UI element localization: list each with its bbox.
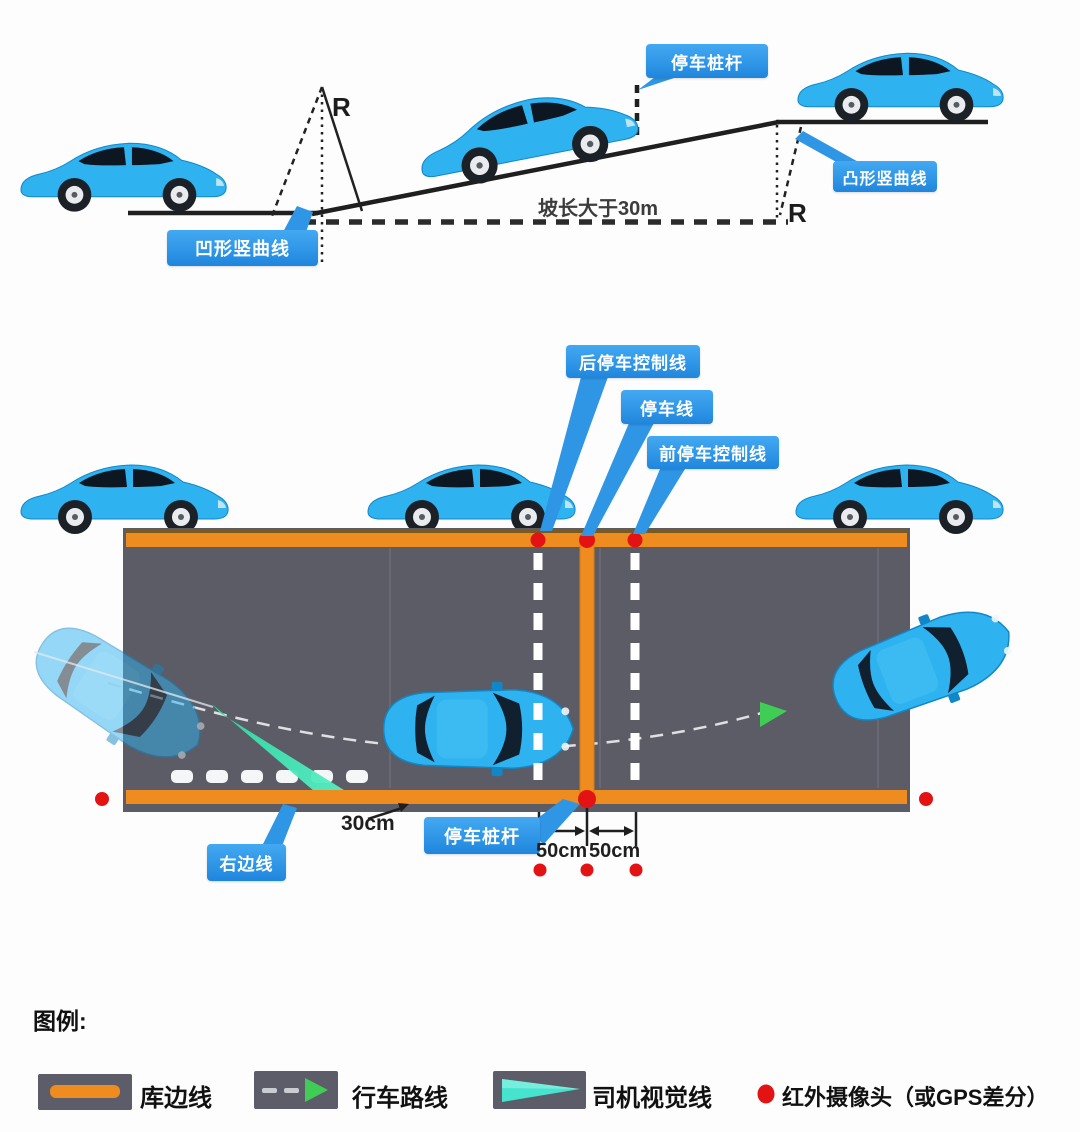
slope-line [311,119,780,217]
legend-graphics [38,1071,775,1110]
radius-right-text: R [788,198,807,228]
distance-50cm-left-text: 50cm [536,840,588,862]
top-edge-shadow [126,530,907,533]
lot-callout-tails [262,377,685,846]
callout-stop-line: 停车线 [621,390,713,424]
callout-concave-curve: 凹形竖曲线 [167,230,318,266]
top-edge-line [126,533,907,547]
edge-line-sample [50,1085,120,1098]
car-on-hilltop [797,52,1004,123]
distance-30cm-text: 30cm [341,812,395,835]
parked-car-right [795,464,1004,535]
slope-length-text: 坡长大于30m [538,198,659,220]
callout-front-control-line: 前停车控制线 [647,436,779,469]
callout-parking-pole-top-label: 停车桩杆 [671,53,743,73]
sight-guide-line [33,651,214,708]
route-arrow [760,702,787,727]
callout-parking-pole-bottom: 停车桩杆 [424,817,540,854]
callout-concave-curve-label: 凹形竖曲线 [195,239,290,259]
car-at-stop-line [382,681,574,777]
slope-callout-tails [283,77,862,232]
callout-stop-line-label: 停车线 [640,399,694,419]
legend-label-driver-sight-line: 司机视觉线 [592,1085,712,1112]
legend-title: 图例: [33,1008,87,1034]
road-surface [123,528,910,812]
callout-rear-control-line: 后停车控制线 [566,345,700,378]
distance-50cm-right-text: 50cm [589,840,641,862]
right-radius-construction [775,125,803,218]
callout-convex-curve-label: 凸形竖曲线 [842,170,928,188]
route-dash-sample [262,1088,277,1093]
callout-front-control-line-label: 前停车控制线 [659,445,767,464]
callout-parking-pole-top: 停车桩杆 [646,44,768,78]
stop-line [579,535,595,803]
parking-lot-diagram [16,377,1026,877]
route-arrow-sample [305,1078,328,1102]
callout-right-edge-line: 右边线 [207,844,286,881]
legend-label-edge-line: 库边线 [140,1085,212,1112]
left-radius-construction [270,86,364,262]
callout-parking-pole-bottom-label: 停车桩杆 [444,826,520,847]
slope-diagram [20,52,1004,262]
camera-dot-sample [757,1084,775,1104]
radius-left-text: R [332,92,351,122]
legend-label-infrared-camera: 红外摄像头（或GPS差分） [782,1085,1049,1110]
sight-line-highlight [502,1079,580,1089]
legend-label-driving-route: 行车路线 [352,1085,448,1112]
bottom-edge-line [126,790,907,804]
callout-convex-curve: 凸形竖曲线 [833,161,937,192]
route-dash-sample [284,1088,299,1093]
callout-right-edge-line-label: 右边线 [219,855,274,874]
callout-rear-control-line-label: 后停车控制线 [579,354,687,373]
driver-sight-beam [212,704,352,803]
camera-dots [95,532,933,877]
car-on-slope [412,79,644,195]
car-approaching-slope [20,142,227,213]
control-lines [533,553,640,787]
parked-car-left [20,464,229,535]
